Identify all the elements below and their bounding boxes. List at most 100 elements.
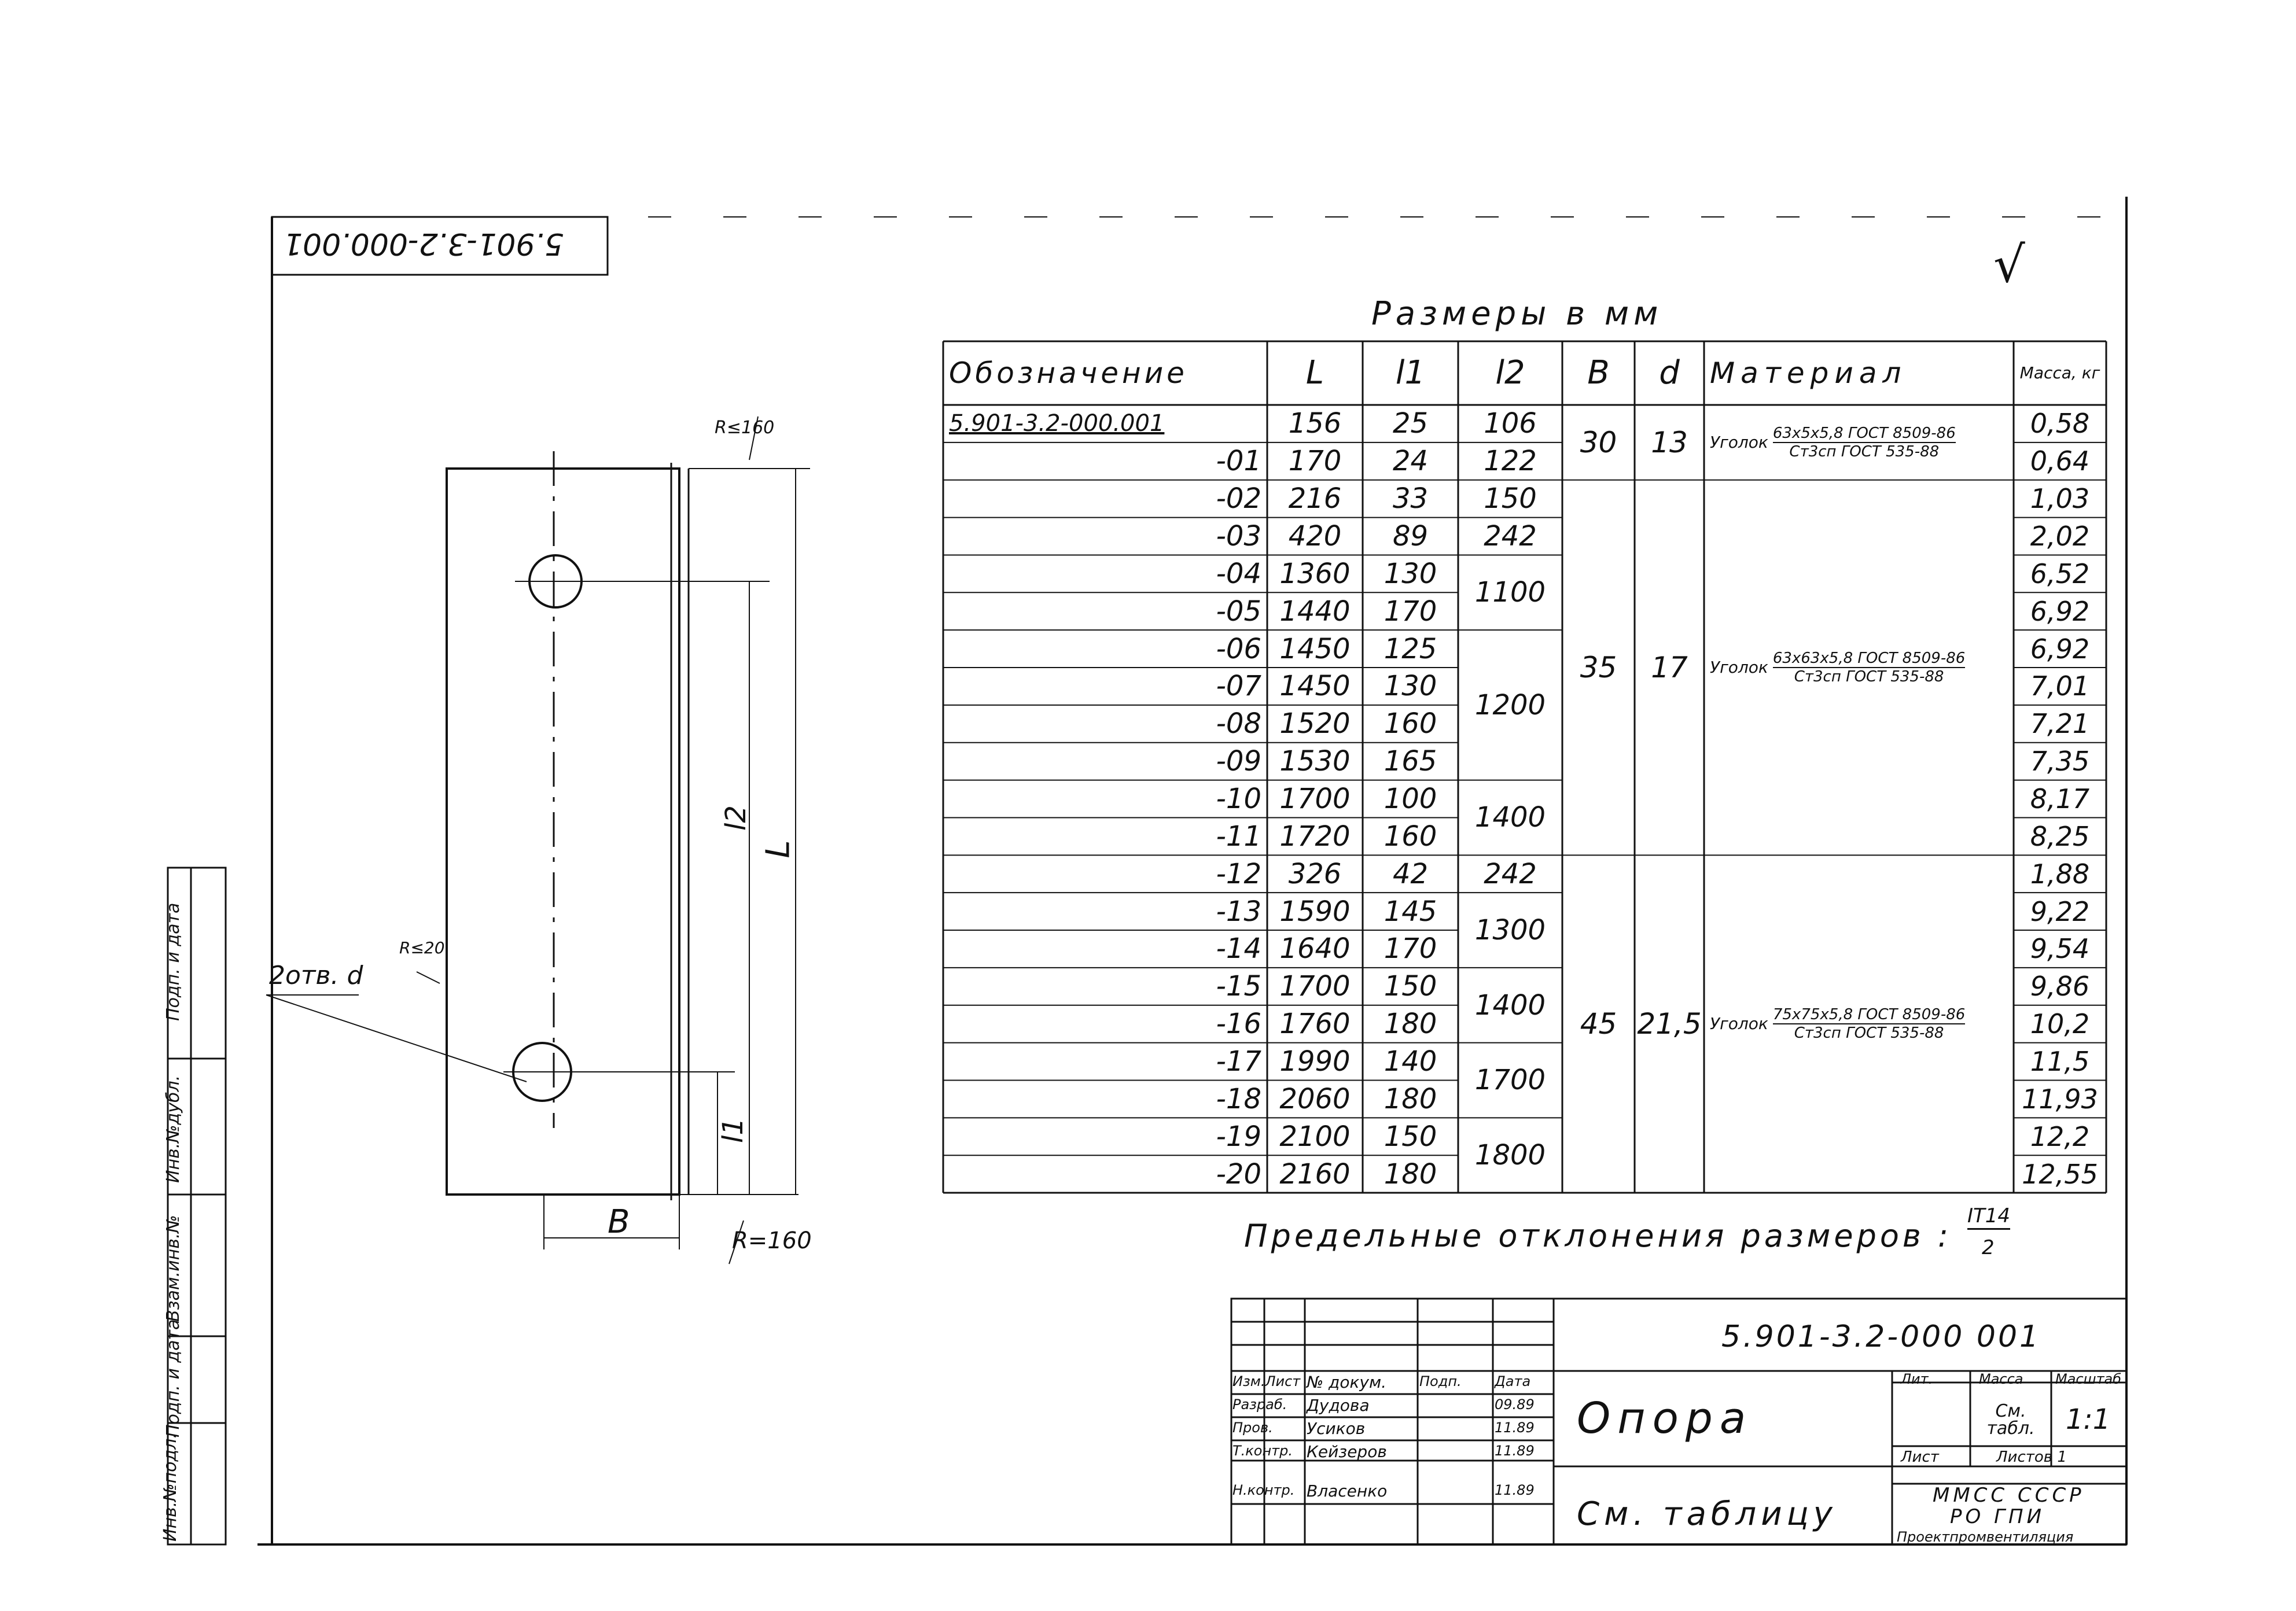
header-l: L: [1305, 354, 1324, 392]
row-l2: 1700: [1474, 1064, 1546, 1097]
material-profile: 63х63х5,8 ГОСТ 8509-86: [1772, 650, 1966, 669]
sign-date: 09.89: [1495, 1396, 1535, 1413]
row-l1: 130: [1384, 670, 1437, 703]
row-l1: 180: [1384, 1157, 1437, 1190]
row-l: 420: [1288, 520, 1342, 552]
row-designation: -02: [1216, 482, 1261, 515]
sign-name: Кейзеров: [1307, 1442, 1387, 1461]
header-l2: l2: [1495, 354, 1525, 392]
dim-l1-label: l1: [716, 1118, 749, 1143]
row-l: 326: [1288, 857, 1342, 890]
dim-l-label: L: [759, 840, 797, 858]
row-designation: -01: [1216, 445, 1261, 478]
dim-l2-label: l2: [719, 805, 752, 831]
row-designation: 5.901-3.2-000.001: [949, 410, 1165, 437]
row-l1: 24: [1392, 445, 1429, 478]
table-row-lines: [943, 441, 2106, 1156]
row-l: 170: [1288, 445, 1342, 478]
row-l: 216: [1288, 482, 1342, 515]
row-d: 13: [1651, 425, 1688, 459]
stamp-code: 5.901-3.2-000.001: [284, 226, 564, 261]
row-l2: 1800: [1474, 1139, 1546, 1172]
strip-label-2: Подп. и дата: [163, 1319, 183, 1437]
row-l1: 100: [1384, 783, 1437, 816]
row-l1: 42: [1392, 857, 1429, 890]
row-mass: 7,35: [2030, 746, 2090, 777]
row-l: 1450: [1279, 670, 1351, 703]
material-prefix: Уголок: [1710, 658, 1768, 677]
row-l2: 106: [1484, 407, 1537, 440]
stamp-box: [271, 216, 609, 276]
title-header-lit: Лит.: [1901, 1371, 1933, 1387]
row-mass: 1,03: [2030, 483, 2090, 515]
sign-date: 11.89: [1495, 1482, 1535, 1498]
title-org-2: РО ГПИ: [1950, 1505, 2045, 1528]
row-l: 1990: [1279, 1045, 1351, 1078]
row-l: 2160: [1279, 1157, 1351, 1190]
row-mass: 6,92: [2030, 633, 2090, 665]
row-mass: 0,58: [2030, 408, 2090, 440]
row-l: 1440: [1279, 595, 1351, 628]
row-l2: 1300: [1474, 914, 1546, 947]
row-designation: -12: [1216, 857, 1261, 890]
strip-label-4: Инв.№дубл.: [163, 1075, 183, 1183]
sign-date: 11.89: [1495, 1443, 1535, 1459]
row-l1: 33: [1392, 482, 1429, 515]
row-l: 1700: [1279, 783, 1351, 816]
material-profile: 75х75х5,8 ГОСТ 8509-86: [1772, 1006, 1966, 1025]
row-mass: 7,21: [2030, 708, 2090, 740]
strip-label-5: Подп. и дата: [163, 902, 183, 1021]
plate-outline: [446, 467, 680, 1196]
header-b: B: [1587, 354, 1610, 392]
row-designation: -09: [1216, 745, 1261, 778]
title-org-1: ММСС СССР: [1933, 1484, 2085, 1507]
header-designation: Обозначение: [949, 356, 1188, 390]
material-prefix: Уголок: [1710, 1014, 1768, 1034]
row-l1: 165: [1384, 745, 1437, 778]
radius-bottom-label: R=160: [732, 1227, 812, 1254]
check-mark-icon: √: [1993, 236, 2025, 294]
row-l1: 89: [1392, 520, 1429, 552]
row-designation: -18: [1216, 1082, 1261, 1115]
row-l1: 150: [1384, 1120, 1437, 1153]
row-l: 1760: [1279, 1008, 1351, 1041]
row-designation: -04: [1216, 557, 1261, 590]
row-designation: -17: [1216, 1045, 1261, 1078]
title-doc-code: 5.901-3.2-000 001: [1721, 1319, 2041, 1354]
sign-name: Власенко: [1307, 1481, 1388, 1501]
row-l2: 150: [1484, 482, 1537, 515]
row-l2: 242: [1484, 857, 1537, 890]
row-d: 21,5: [1637, 1007, 1702, 1041]
row-designation: -05: [1216, 595, 1261, 628]
title-header-mass: Масса: [1979, 1371, 2023, 1387]
row-designation: -06: [1216, 632, 1261, 665]
row-mass: 1,88: [2030, 858, 2090, 890]
row-l1: 170: [1384, 932, 1437, 965]
row-l1: 125: [1384, 632, 1437, 665]
sign-role: Разраб.: [1232, 1396, 1287, 1413]
row-designation: -03: [1216, 520, 1261, 552]
material-steel: Ст3сп ГОСТ 535-88: [1789, 443, 1940, 460]
row-mass: 2,02: [2030, 521, 2090, 552]
row-l2: 1100: [1474, 576, 1546, 609]
sign-name: Дудова: [1307, 1396, 1370, 1415]
sign-name: Усиков: [1307, 1419, 1366, 1438]
row-l: 2060: [1279, 1082, 1351, 1115]
title-org-3: Проектпромвентиляция: [1897, 1529, 2074, 1545]
row-designation: -11: [1216, 820, 1261, 853]
row-l1: 130: [1384, 557, 1437, 590]
material-steel: Ст3сп ГОСТ 535-88: [1794, 668, 1944, 686]
row-mass: 9,22: [2030, 895, 2090, 927]
material-profile: 63х5х5,8 ГОСТ 8509-86: [1772, 424, 1956, 443]
row-l: 1520: [1279, 707, 1351, 740]
sign-date: 11.89: [1495, 1420, 1535, 1436]
row-l: 1590: [1279, 895, 1351, 928]
sign-role: Н.контр.: [1232, 1482, 1295, 1498]
material-steel: Ст3сп ГОСТ 535-88: [1794, 1024, 1944, 1042]
title-block-grid: [1230, 1297, 2128, 1546]
